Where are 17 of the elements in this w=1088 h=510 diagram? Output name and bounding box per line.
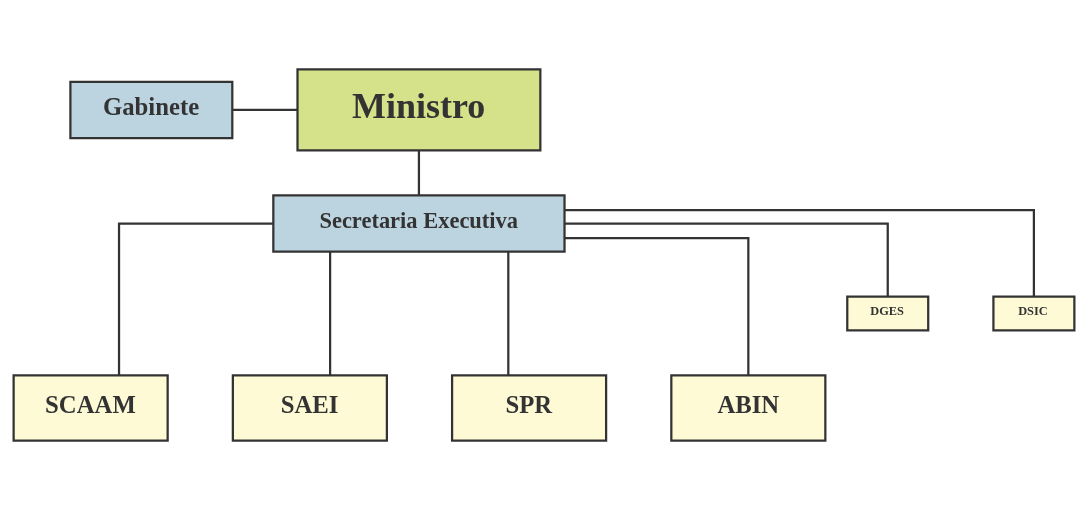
node-box: DSIC xyxy=(992,295,1076,332)
node-box: ABIN xyxy=(670,374,827,442)
node-box: Secretaria Executiva xyxy=(272,194,566,253)
node-box: SCAAM xyxy=(12,374,169,442)
connector xyxy=(564,237,750,376)
connector xyxy=(117,222,273,375)
node-box: SAEI xyxy=(231,374,388,442)
node-box: SPR xyxy=(450,374,608,442)
node-box: Ministro xyxy=(296,68,542,152)
node-box: Gabinete xyxy=(69,80,234,140)
connector xyxy=(565,208,1036,297)
connector xyxy=(417,150,421,196)
connector xyxy=(232,108,298,112)
connector xyxy=(507,251,510,376)
node-box: DGES xyxy=(846,295,930,332)
connector xyxy=(565,222,889,297)
connector xyxy=(329,251,332,376)
